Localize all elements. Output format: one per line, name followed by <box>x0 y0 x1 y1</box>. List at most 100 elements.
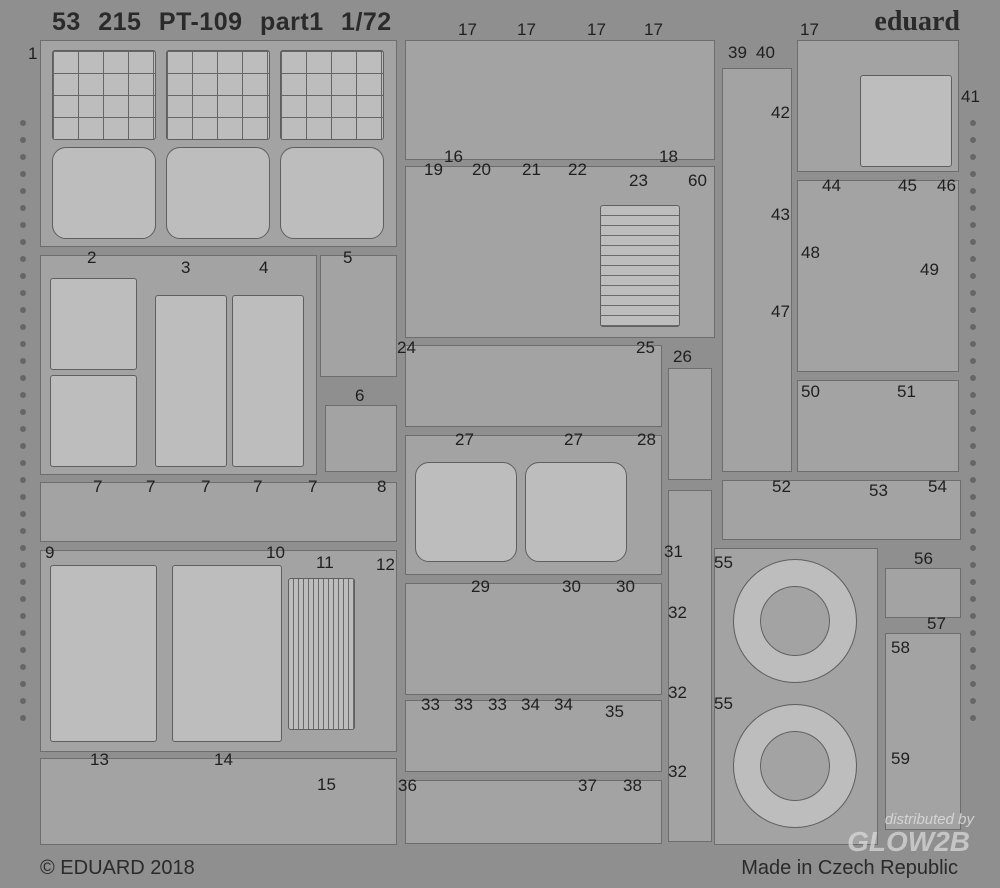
part-number: 54 <box>928 477 947 496</box>
part-number: 34 <box>521 695 540 714</box>
part-number: 5 <box>343 248 353 267</box>
part-number: 43 <box>771 205 790 224</box>
part-4 <box>232 295 304 467</box>
part-number: 32 <box>668 603 687 622</box>
part-number: 14 <box>214 750 233 769</box>
part-number: 7 <box>146 477 156 496</box>
part-number: 35 <box>605 702 624 721</box>
part-number: 27 <box>455 430 474 449</box>
part-11 <box>288 578 355 730</box>
part-number: 17 <box>800 20 819 39</box>
part-number: 60 <box>688 171 707 190</box>
part-5-panel <box>320 255 397 377</box>
part-number: 59 <box>891 749 910 768</box>
parts-13-15-panel <box>40 758 397 845</box>
hatch-part <box>166 147 270 239</box>
part-number: 42 <box>771 103 790 122</box>
part-number: 8 <box>377 477 387 496</box>
part-number: 13 <box>90 750 109 769</box>
left-edge-holes <box>20 120 26 721</box>
parts-36-38-panel <box>405 780 662 844</box>
part-number: 3 <box>181 258 191 277</box>
part-41 <box>860 75 952 167</box>
part-26-panel <box>668 368 712 480</box>
parts-50-51-panel <box>797 380 959 472</box>
part-number: 38 <box>623 776 642 795</box>
part-number: 6 <box>355 386 365 405</box>
part-number: 47 <box>771 302 790 321</box>
copyright-text: © EDUARD 2018 <box>40 857 195 879</box>
part-number: 17 <box>587 20 606 39</box>
part-number: 30 <box>562 577 581 596</box>
part-number: 31 <box>664 542 683 561</box>
part-number: 7 <box>308 477 318 496</box>
part-number: 1 <box>28 44 38 63</box>
part-number: 17 <box>644 20 663 39</box>
part-number: 28 <box>637 430 656 449</box>
part-number: 58 <box>891 638 910 657</box>
part-number: 26 <box>673 347 692 366</box>
part-7-panel <box>40 482 397 542</box>
part-number: 24 <box>397 338 416 357</box>
part-number: 17 <box>517 20 536 39</box>
hatch-part <box>52 147 156 239</box>
parts-33-35-panel <box>405 700 662 772</box>
part-number: 12 <box>376 555 395 574</box>
part-number: 36 <box>398 776 417 795</box>
part-3 <box>155 295 227 467</box>
part-number: 9 <box>45 543 55 562</box>
part-27 <box>415 462 517 562</box>
part-55-ring <box>733 704 857 828</box>
parts-57-59-panel <box>885 633 961 830</box>
part-number: 17 <box>458 20 477 39</box>
part-number: 41 <box>961 87 980 106</box>
parts-39-47-panel <box>722 68 792 472</box>
fret-title: 53 215 PT-109 part1 1/72 <box>52 8 392 36</box>
part-9 <box>50 565 157 742</box>
parts-44-49-panel <box>797 180 959 372</box>
part-number: 10 <box>266 543 285 562</box>
part-2 <box>50 278 137 370</box>
part-number: 18 <box>659 147 678 166</box>
brand-logo: eduard <box>874 6 960 37</box>
part-number: 49 <box>920 260 939 279</box>
part-number: 33 <box>488 695 507 714</box>
parts-52-54-panel <box>722 480 961 540</box>
part-number: 15 <box>317 775 336 794</box>
grille-part <box>52 50 156 140</box>
part-6-panel <box>325 405 397 472</box>
distributor-watermark: distributed by <box>884 811 974 828</box>
part-2b <box>50 375 137 467</box>
parts-31-32-panel <box>668 490 712 842</box>
part-number: 52 <box>772 477 791 496</box>
part-number: 21 <box>522 160 541 179</box>
part-56-panel <box>885 568 961 618</box>
part-number: 32 <box>668 683 687 702</box>
part-number: 56 <box>914 549 933 568</box>
part-number: 7 <box>253 477 263 496</box>
part-number: 16 <box>444 147 463 166</box>
part-10 <box>172 565 282 742</box>
part-number: 30 <box>616 577 635 596</box>
part-number: 39 <box>728 43 747 62</box>
part-23 <box>600 205 680 327</box>
part-number: 40 <box>756 43 775 62</box>
part-24-panel <box>405 345 662 427</box>
grille-part <box>280 50 384 140</box>
parts-29-30-panel <box>405 583 662 695</box>
grille-part <box>166 50 270 140</box>
origin-text: Made in Czech Republic <box>741 857 958 879</box>
part-number: 11 <box>316 553 334 572</box>
part-number: 55 <box>714 694 733 713</box>
part-17-panel <box>405 40 715 160</box>
part-number: 57 <box>927 614 946 633</box>
part-number: 37 <box>578 776 597 795</box>
part-number: 33 <box>421 695 440 714</box>
part-number: 7 <box>93 477 103 496</box>
part-number: 46 <box>937 176 956 195</box>
part-number: 45 <box>898 176 917 195</box>
part-number: 7 <box>201 477 211 496</box>
part-number: 34 <box>554 695 573 714</box>
part-number: 51 <box>897 382 916 401</box>
